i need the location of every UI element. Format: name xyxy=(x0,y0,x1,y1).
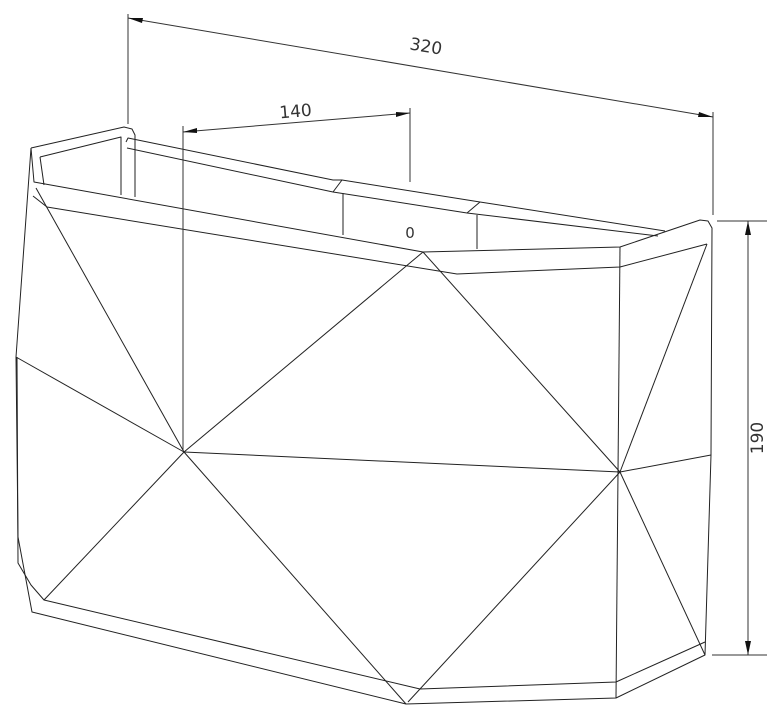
shade-facets xyxy=(15,187,712,705)
arrow-icon xyxy=(698,112,713,117)
dimension-height: 190 xyxy=(712,220,768,656)
arrow-icon xyxy=(745,221,751,235)
marking-label: 0 xyxy=(405,224,415,242)
depth-label: 140 xyxy=(279,101,313,124)
width-label: 320 xyxy=(408,35,443,60)
arrow-icon xyxy=(183,128,197,133)
height-label: 190 xyxy=(748,422,768,454)
dimension-depth: 140 xyxy=(182,101,411,450)
dimension-width: 320 xyxy=(127,14,714,215)
shade-outline xyxy=(15,147,713,705)
arrow-icon xyxy=(745,641,751,655)
arrow-icon xyxy=(128,18,143,23)
mounting-bracket xyxy=(30,126,666,249)
arrow-icon xyxy=(396,112,410,117)
